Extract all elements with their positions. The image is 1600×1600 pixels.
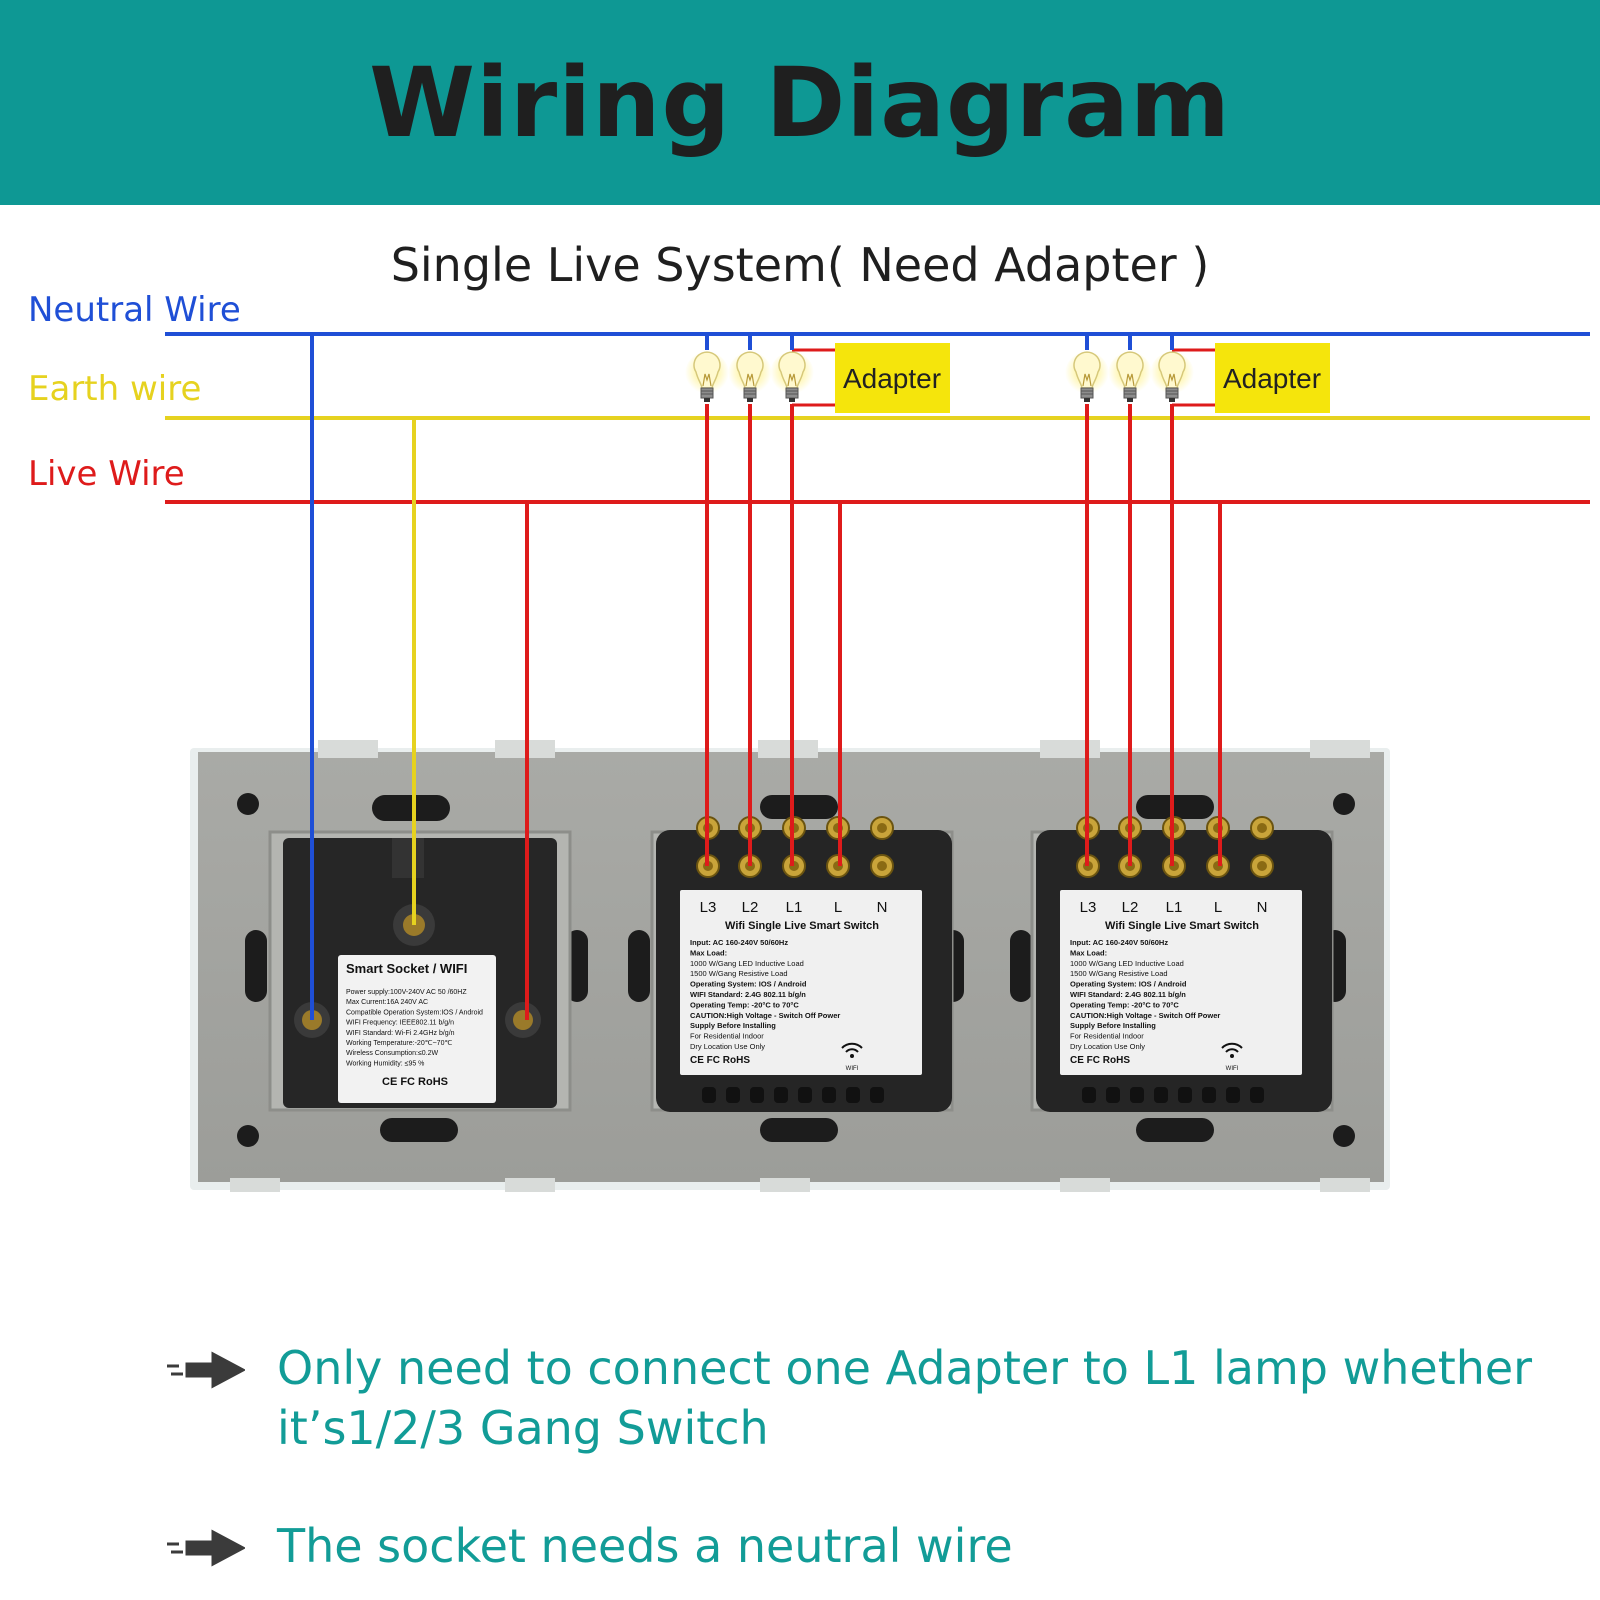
switch-module-1: L3 L2 L1 L N Wifi Single Live Smart Switch I…: [656, 830, 952, 1112]
neutral-wire-label: Neutral Wire: [28, 290, 241, 330]
switch-label-line: CAUTION:High Voltage - Switch Off Power: [1070, 1011, 1220, 1020]
light-bulb-icon: [727, 351, 773, 403]
adapter-2-label: Adapter: [1223, 363, 1321, 394]
switch-label-line: Max Load:: [690, 948, 727, 957]
switch-1-wifi-text: WIFI: [846, 1066, 859, 1072]
socket-label-line: WIFI Standard: Wi-Fi 2.4GHz b/g/n: [346, 1030, 455, 1037]
socket-label-line: Power supply:100V-240V AC 50 /60HZ: [346, 989, 467, 996]
switch-1-label-title: Wifi Single Live Smart Switch: [725, 920, 879, 932]
switch-label-line: Operating System: IOS / Android: [690, 980, 807, 989]
light-bulb-icon: [1149, 351, 1195, 403]
title-banner: Wiring Diagram: [0, 0, 1600, 205]
light-bulb-icon: [769, 351, 815, 403]
light-bulb-icon: [1107, 351, 1153, 403]
switch-label-line: Dry Location Use Only: [1070, 1042, 1145, 1051]
switch-2-label: [1060, 890, 1302, 1075]
arrow-right-icon: [167, 1529, 245, 1567]
terminal-label: L1: [1166, 899, 1183, 916]
switch-1-drop-wires: [705, 334, 842, 866]
note-2-text: The socket needs a neutral wire: [277, 1519, 1013, 1573]
switch-label-line: Supply Before Installing: [1070, 1021, 1156, 1030]
socket-label-line: Compatible Operation System:IOS / Androi…: [346, 1009, 483, 1016]
switch-label-line: Dry Location Use Only: [690, 1042, 765, 1051]
switch-label-line: 1000 W/Gang LED Inductive Load: [1070, 959, 1184, 968]
switch-label-line: CAUTION:High Voltage - Switch Off Power: [690, 1011, 840, 1020]
socket-label-line: Max Current:16A 240V AC: [346, 999, 428, 1006]
switch-label-line: Supply Before Installing: [690, 1021, 776, 1030]
switch-label-line: Operating Temp: -20°C to 70°C: [690, 1000, 799, 1009]
switch-label-line: Operating System: IOS / Android: [1070, 980, 1187, 989]
socket-label-line: WIFI Frequency: IEEE802.11 b/g/n: [346, 1020, 454, 1027]
adapter-2: Adapter: [1172, 343, 1330, 413]
socket-label-line: Working Temperature:-20℃~70℃: [346, 1040, 452, 1047]
switch-label-line: Operating Temp: -20°C to 70°C: [1070, 1000, 1179, 1009]
socket-label: [338, 955, 496, 1103]
earth-wire-label: Earth wire: [28, 369, 202, 409]
note-1: Only need to connect one Adapter to L1 l…: [165, 1338, 1585, 1458]
switch-1-label: [680, 890, 922, 1075]
switch-2-label-title: Wifi Single Live Smart Switch: [1105, 920, 1259, 932]
switch-label-line: WIFI Standard: 2.4G 802.11 b/g/n: [1070, 990, 1186, 999]
switch-2-wifi-text: WIFI: [1226, 1066, 1239, 1072]
live-wire-label: Live Wire: [28, 454, 185, 494]
adapter-1: Adapter: [792, 343, 950, 413]
switch-2-certs: CE FC RoHS: [1070, 1055, 1130, 1066]
wiring-diagram: Smart Socket / WIFI Power supply:100V-24…: [165, 332, 1590, 1192]
terminal-label: L: [834, 899, 842, 916]
switch-label-line: For Residential Indoor: [1070, 1032, 1144, 1041]
socket-label-line: Working Humidity: ≤95 %: [346, 1060, 424, 1067]
switch-module-2: L3 L2 L1 L N Wifi Single Live Smart Switch I…: [1036, 830, 1332, 1112]
switch-1-certs: CE FC RoHS: [690, 1055, 750, 1066]
terminal-label: L2: [1122, 899, 1139, 916]
switch-2-terminal-labels: L3 L2 L1 L N: [1080, 899, 1268, 916]
arrow-right-icon: [167, 1351, 245, 1389]
switch-label-line: WIFI Standard: 2.4G 802.11 b/g/n: [690, 990, 806, 999]
socket-drop-wires: [310, 334, 529, 1020]
smart-socket-module: Smart Socket / WIFI Power supply:100V-24…: [283, 838, 557, 1108]
switch-label-line: Max Load:: [1070, 948, 1107, 957]
note-1-text: Only need to connect one Adapter to L1 l…: [277, 1341, 1533, 1455]
wifi-icon: [841, 1042, 863, 1058]
switch-label-line: 1000 W/Gang LED Inductive Load: [690, 959, 804, 968]
socket-label-line: Wireless Consumption:≤0.2W: [346, 1050, 439, 1057]
wifi-icon: [1221, 1042, 1243, 1058]
socket-label-lines: Power supply:100V-240V AC 50 /60HZ Max Cu…: [346, 989, 483, 1067]
terminal-label: L: [1214, 899, 1222, 916]
switch-label-line: Input: AC 160-240V 50/60Hz: [690, 938, 788, 947]
adapter-1-label: Adapter: [843, 363, 941, 394]
terminal-label: N: [1257, 899, 1268, 916]
switch-1-terminal-labels: L3 L2 L1 L N: [700, 899, 888, 916]
diagram-subtitle: Single Live System( Need Adapter ): [390, 238, 1210, 292]
switch-label-line: 1500 W/Gang Resistive Load: [1070, 969, 1168, 978]
switch-label-line: Input: AC 160-240V 50/60Hz: [1070, 938, 1168, 947]
terminal-label: L2: [742, 899, 759, 916]
terminal-label: L3: [700, 899, 717, 916]
switch-label-line: 1500 W/Gang Resistive Load: [690, 969, 788, 978]
switch-label-line: For Residential Indoor: [690, 1032, 764, 1041]
socket-label-title: Smart Socket / WIFI: [346, 961, 467, 976]
socket-certs: CE FC RoHS: [382, 1076, 448, 1088]
page-title: Wiring Diagram: [369, 46, 1231, 159]
light-bulb-icon: [684, 351, 730, 403]
terminal-label: L3: [1080, 899, 1097, 916]
terminal-label: L1: [786, 899, 803, 916]
light-bulb-icon: [1064, 351, 1110, 403]
terminal-label: N: [877, 899, 888, 916]
switch-2-drop-wires: [1085, 334, 1222, 866]
note-2: The socket needs a neutral wire: [165, 1516, 1585, 1576]
